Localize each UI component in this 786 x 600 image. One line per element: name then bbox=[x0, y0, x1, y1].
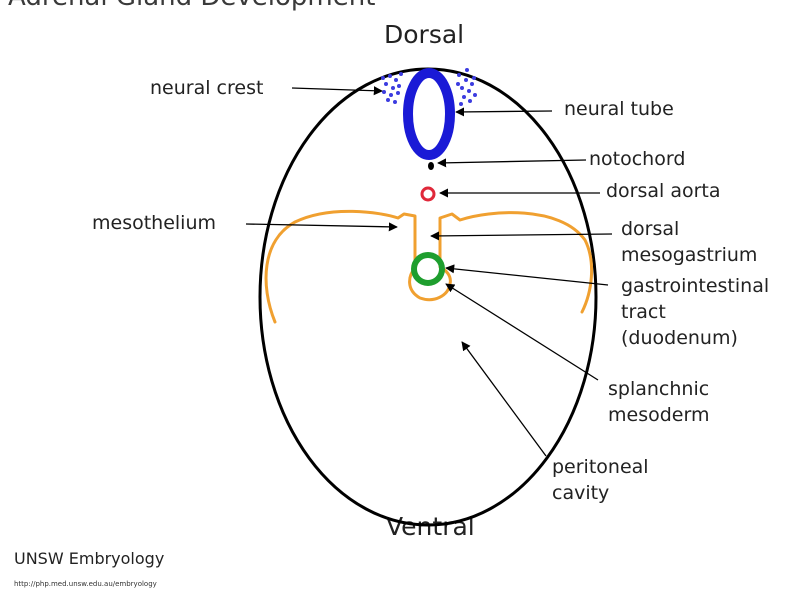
label-neural-tube: neural tube bbox=[564, 96, 674, 122]
source-url: http://php.med.unsw.edu.au/embryology bbox=[14, 580, 157, 588]
label-dorsal-aorta: dorsal aorta bbox=[606, 178, 721, 204]
notochord bbox=[428, 162, 434, 170]
body-outline bbox=[260, 69, 596, 525]
gut-tube bbox=[414, 255, 442, 283]
label-splanchnic-mesoderm: splanchnic mesoderm bbox=[608, 376, 709, 428]
arrow-peritoneal-cavity bbox=[462, 342, 546, 456]
label-dorsal-mesogastrium: dorsal mesogastrium bbox=[621, 216, 757, 268]
label-neural-crest: neural crest bbox=[150, 75, 263, 101]
arrow-dorsal-mesogastrium bbox=[431, 234, 612, 236]
arrow-splanchnic-mesoderm bbox=[446, 284, 598, 380]
arrow-gi-tract bbox=[446, 268, 608, 285]
credit-text: UNSW Embryology bbox=[14, 549, 164, 568]
arrow-neural-crest bbox=[292, 88, 382, 91]
label-peritoneal-cavity: peritoneal cavity bbox=[552, 454, 649, 506]
dorsal-aorta bbox=[422, 188, 434, 200]
label-mesothelium: mesothelium bbox=[92, 210, 216, 236]
mesothelium-layer bbox=[266, 211, 592, 322]
label-notochord: notochord bbox=[589, 146, 685, 172]
label-gi-tract: gastrointestinal tract (duodenum) bbox=[621, 273, 769, 351]
neural-tube bbox=[408, 73, 450, 155]
arrow-neural-tube bbox=[456, 111, 552, 112]
